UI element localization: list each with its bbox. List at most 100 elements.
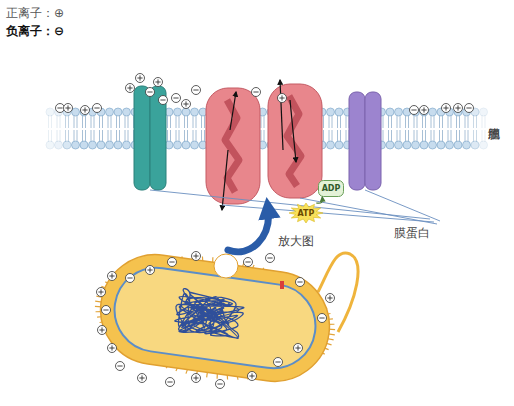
ion-symbol xyxy=(126,84,135,93)
lipid-tail xyxy=(451,130,452,142)
lipid-tail xyxy=(176,130,177,142)
lipid-head xyxy=(114,141,122,149)
nucleoid xyxy=(173,288,246,340)
lipid-tail xyxy=(65,115,66,128)
lipid-tail xyxy=(204,115,205,128)
lipid-head xyxy=(182,141,190,149)
ion-symbol xyxy=(216,380,225,389)
lipid-tail xyxy=(196,130,197,142)
lipid-tail xyxy=(465,130,466,142)
ion-symbol xyxy=(154,78,163,87)
ion-symbol xyxy=(252,88,261,97)
ion-symbol xyxy=(98,326,107,335)
lipid-tail xyxy=(459,130,460,142)
flagellum xyxy=(318,253,358,332)
lipid-tail xyxy=(60,130,61,142)
lipid-tail xyxy=(391,130,392,142)
lipid-tail xyxy=(187,115,188,128)
lipid-head xyxy=(412,141,420,149)
lipid-tail xyxy=(473,115,474,128)
lipid-tail xyxy=(485,130,486,142)
ion-symbol xyxy=(97,288,106,297)
lipid-head xyxy=(395,108,403,116)
lipid-tail xyxy=(473,130,474,142)
lipid-head xyxy=(463,141,471,149)
membrane-marker xyxy=(280,281,284,289)
lipid-tail xyxy=(116,130,117,142)
lipid-tail xyxy=(448,115,449,128)
lipid-head xyxy=(327,108,335,116)
lipid-head xyxy=(395,141,403,149)
ion-symbol xyxy=(136,74,145,83)
lipid-tail xyxy=(116,115,117,128)
lipid-tail xyxy=(422,130,423,142)
lipid-tail xyxy=(51,115,52,128)
lipid-tail xyxy=(170,130,171,142)
lipid-head xyxy=(55,141,63,149)
lipid-tail xyxy=(193,130,194,142)
lipid-head xyxy=(114,108,122,116)
lipid-head xyxy=(182,108,190,116)
lipid-head xyxy=(174,141,182,149)
lipid-head xyxy=(191,141,199,149)
ion-symbol xyxy=(296,278,305,287)
lipid-tail xyxy=(439,130,440,142)
lipid-head xyxy=(429,108,437,116)
lipid-tail xyxy=(456,130,457,142)
lipid-tail xyxy=(167,130,168,142)
lipid-tail xyxy=(383,130,384,142)
lipid-tail xyxy=(400,130,401,142)
lipid-head xyxy=(46,141,54,149)
lipid-tail xyxy=(485,115,486,128)
reaction-arrow xyxy=(316,197,322,203)
lipid-tail xyxy=(417,130,418,142)
lipid-head xyxy=(327,141,335,149)
lipid-head xyxy=(437,141,445,149)
lipid-head xyxy=(429,141,437,149)
lipid-tail xyxy=(128,115,129,128)
lipid-tail xyxy=(408,115,409,128)
ion-symbol xyxy=(146,88,155,97)
lipid-tail xyxy=(476,130,477,142)
lipid-tail xyxy=(323,115,324,128)
lipid-tail xyxy=(60,115,61,128)
lipid-head xyxy=(420,141,428,149)
lipid-bilayer xyxy=(46,108,488,149)
lipid-tail xyxy=(456,115,457,128)
ion-symbol xyxy=(294,344,303,353)
leader-lines xyxy=(150,190,440,224)
leader-line xyxy=(222,205,434,222)
lipid-tail xyxy=(346,115,347,128)
lipid-tail xyxy=(439,115,440,128)
ion-symbol xyxy=(248,372,257,381)
lipid-head xyxy=(123,108,131,116)
lipid-tail xyxy=(388,130,389,142)
ion-symbol xyxy=(192,252,201,261)
lipid-tail xyxy=(91,115,92,128)
ion-symbol xyxy=(318,314,327,323)
lipid-head xyxy=(72,141,80,149)
lipid-tail xyxy=(176,115,177,128)
lipid-head xyxy=(335,108,343,116)
lipid-head xyxy=(46,108,54,116)
lipid-tail xyxy=(425,130,426,142)
lipid-tail xyxy=(264,130,265,142)
lipid-tail xyxy=(340,130,341,142)
bacterium xyxy=(87,242,358,395)
lipid-tail xyxy=(405,130,406,142)
lipid-head xyxy=(106,108,114,116)
ion-symbol xyxy=(442,104,451,113)
ion-symbol xyxy=(146,266,155,275)
carrier-protein xyxy=(206,88,260,204)
lipid-tail xyxy=(167,115,168,128)
lipid-tail xyxy=(187,130,188,142)
zoom-arrow xyxy=(228,208,268,252)
zoom-region xyxy=(214,254,238,278)
lipid-tail xyxy=(184,115,185,128)
transport-arrow xyxy=(280,80,283,150)
lipid-head xyxy=(335,141,343,149)
lipid-tail xyxy=(125,130,126,142)
cell-wall xyxy=(93,248,336,389)
